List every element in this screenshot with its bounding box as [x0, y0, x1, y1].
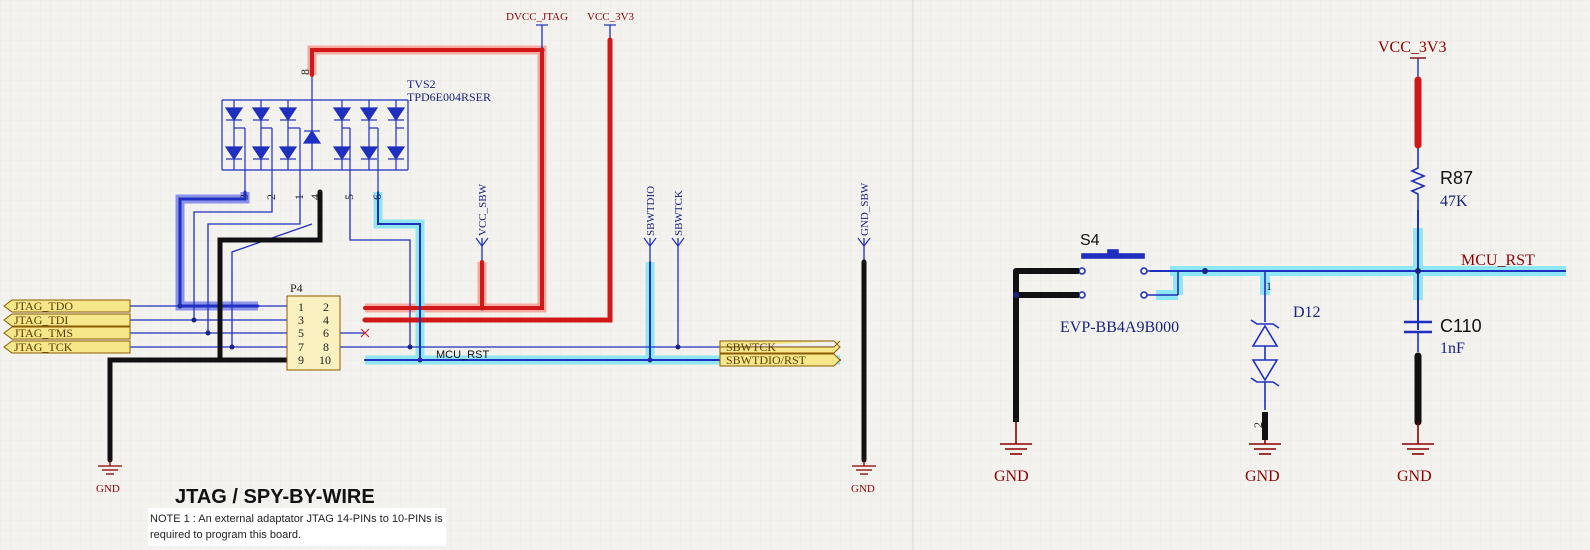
gnd-label-right: GND [851, 483, 875, 495]
port-jtag-tms: JTAG_TMS [14, 326, 73, 340]
vcc-sbw-label: VCC_SBW [477, 183, 489, 236]
p4-pin-6: 6 [323, 326, 329, 340]
net-label-mcu-rst-left: MCU_RST [436, 349, 489, 361]
resistor-icon [1409, 148, 1427, 210]
power-symbols-left [475, 24, 871, 247]
note-line-1: NOTE 1 : An external adaptator JTAG 14-P… [150, 513, 443, 525]
c110-ref: C110 [1440, 316, 1482, 336]
junction-r [1415, 268, 1421, 274]
port-jtag-tdi: JTAG_TDI [14, 313, 68, 327]
d12-pin-1: 1 [1266, 279, 1272, 293]
p4-pin-3: 3 [298, 313, 304, 327]
p4-pin-8: 8 [323, 340, 329, 354]
p4-pin-10: 10 [319, 353, 331, 367]
gnd-label-left: GND [96, 483, 120, 495]
r87-value: 47K [1440, 193, 1468, 210]
gnd-sbw-label: GND_SBW [859, 182, 871, 236]
s4-ref: S4 [1080, 232, 1100, 249]
p4-pin-5: 5 [298, 326, 304, 340]
port-jtag-tck: JTAG_TCK [14, 340, 73, 354]
note-box [148, 508, 446, 546]
tvs-pin-4: 4 [308, 194, 322, 200]
junction-sw [1013, 292, 1019, 298]
tvs-pin-2: 2 [264, 194, 278, 200]
vcc-3v3-label-right: VCC_3V3 [1378, 39, 1446, 56]
tvs-diode-icon [1250, 319, 1280, 410]
d12-pin-2: 2 [1251, 422, 1265, 428]
tvs2-diode-array [221, 75, 409, 192]
switch-icon [1078, 249, 1179, 299]
power-nets-left [107, 37, 867, 463]
d12-ref: D12 [1293, 304, 1321, 321]
c110-value: 1nF [1440, 340, 1465, 357]
p4-pin-2: 2 [323, 300, 329, 314]
gnd-label-3: GND [1397, 468, 1432, 485]
gnd-label-2: GND [1245, 468, 1280, 485]
switch-gnd-net [1013, 268, 1079, 422]
no-connect-icon [360, 328, 370, 338]
dvcc-jtag-label: DVCC_JTAG [506, 11, 568, 23]
tvs-pin-8: 8 [298, 69, 312, 75]
p4-pin-1: 1 [298, 300, 304, 314]
tvs-pin-1: 1 [292, 194, 306, 200]
p4-header: P4 1 2 3 4 5 6 7 8 9 10 [286, 281, 370, 371]
gnd-symbols-left [98, 460, 876, 475]
r87-ref: R87 [1440, 168, 1473, 188]
schematic-title: JTAG / SPY-BY-WIRE [175, 486, 375, 508]
net-label-mcu-rst-right: MCU_RST [1461, 252, 1535, 269]
vcc-3v3-label-left: VCC_3V3 [587, 11, 635, 23]
tvs2-ref: TVS2 [407, 77, 436, 91]
tvs-pin-5: 5 [342, 194, 356, 200]
left-ports [3, 299, 841, 367]
sbwtck-label: SBWTCK [673, 190, 685, 236]
tvs2-part: TPD6E004RSER [407, 90, 491, 104]
junction-d [1202, 268, 1208, 274]
s4-part: EVP-BB4A9B000 [1060, 319, 1179, 336]
p4-pin-7: 7 [298, 340, 304, 354]
port-sbwtdio: SBWTDIO/RST [726, 353, 807, 367]
p4-ref: P4 [290, 281, 303, 295]
gnd-symbols-right [1000, 422, 1434, 455]
port-sbwtck: SBWTCK [726, 340, 776, 354]
note-line-2: required to program this board. [150, 529, 301, 541]
p4-pin-9: 9 [298, 353, 304, 367]
sbwtdio-label: SBWTDIO [645, 186, 657, 236]
gnd-label-1: GND [994, 468, 1029, 485]
port-jtag-tdo: JTAG_TDO [14, 299, 73, 313]
p4-pin-4: 4 [323, 313, 329, 327]
